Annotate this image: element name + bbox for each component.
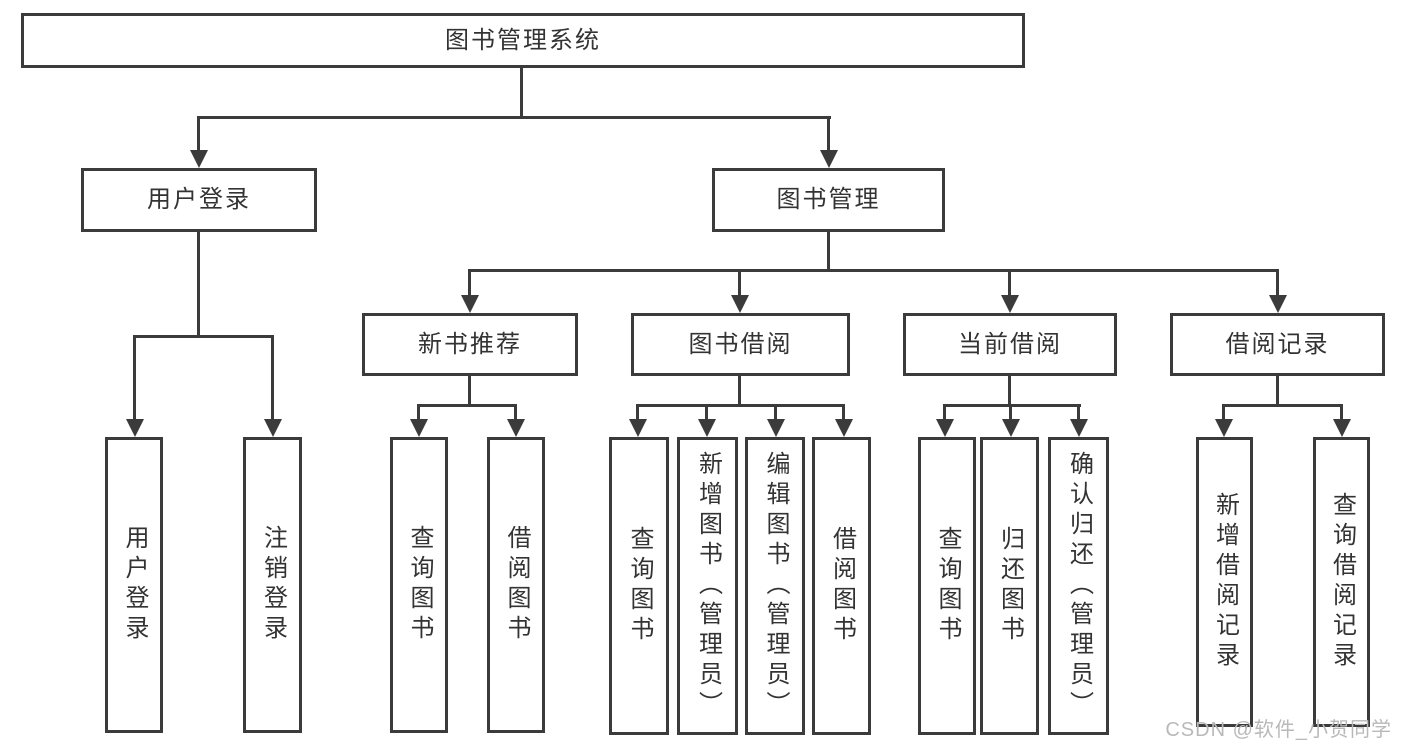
connector-drop bbox=[1008, 376, 1011, 406]
connector-level3-shaft bbox=[738, 269, 741, 297]
connector-to-book-mgmt-shaft bbox=[827, 116, 830, 151]
connector-book-mgmt-horizontal bbox=[468, 269, 1279, 272]
connector-level3-shaft bbox=[468, 269, 471, 297]
connector-leaf-shaft bbox=[636, 404, 639, 419]
connector-leaf-shaft bbox=[1009, 404, 1012, 419]
leaf-add-books-admin: 新增图书（管理员） bbox=[677, 437, 738, 735]
connector-leaf-shaft bbox=[943, 404, 946, 419]
connector-drop bbox=[1276, 376, 1279, 406]
arrow-down-icon bbox=[1333, 419, 1351, 437]
arrow-down-icon bbox=[1215, 419, 1233, 437]
node-borrow-records: 借阅记录 bbox=[1170, 313, 1385, 376]
node-new-book-recommend: 新书推荐 bbox=[362, 313, 578, 376]
leaf-add-borrow-record: 新增借阅记录 bbox=[1196, 437, 1253, 727]
connector-root-horizontal bbox=[197, 116, 831, 119]
arrow-down-icon bbox=[410, 419, 428, 437]
leaf-query-books-current: 查询图书 bbox=[918, 437, 976, 735]
arrow-down-icon bbox=[820, 150, 838, 168]
arrow-down-icon bbox=[461, 295, 479, 313]
connector-drop bbox=[468, 376, 471, 406]
arrow-down-icon bbox=[629, 419, 647, 437]
connector-leaf-shaft bbox=[133, 335, 136, 419]
connector-level3-shaft bbox=[1008, 269, 1011, 297]
arrow-down-icon bbox=[835, 419, 853, 437]
leaf-query-books-recommend: 查询图书 bbox=[390, 437, 448, 733]
connector-leaf-shaft bbox=[1340, 404, 1343, 419]
node-current-borrow: 当前借阅 bbox=[903, 313, 1117, 376]
arrow-down-icon bbox=[190, 150, 208, 168]
node-book-management: 图书管理 bbox=[712, 168, 945, 232]
arrow-down-icon bbox=[126, 419, 144, 437]
connector-user-login-horizontal bbox=[133, 335, 274, 338]
connector-leaf-shaft bbox=[271, 335, 274, 419]
arrow-down-icon bbox=[698, 419, 716, 437]
connector-horizontal bbox=[943, 404, 1081, 407]
connector-horizontal bbox=[417, 404, 517, 407]
connector-root-drop bbox=[520, 68, 523, 118]
leaf-edit-books-admin: 编辑图书（管理员） bbox=[745, 437, 805, 735]
connector-level3-shaft bbox=[1276, 269, 1279, 297]
arrow-down-icon bbox=[936, 419, 954, 437]
connector-horizontal bbox=[636, 404, 845, 407]
leaf-user-login: 用户登录 bbox=[105, 437, 163, 733]
node-book-borrow: 图书借阅 bbox=[631, 313, 850, 376]
node-root-library-system: 图书管理系统 bbox=[21, 13, 1025, 68]
connector-book-mgmt-drop bbox=[827, 232, 830, 270]
arrow-down-icon bbox=[767, 419, 785, 437]
connector-to-user-login-shaft bbox=[197, 116, 200, 151]
leaf-query-borrow-record: 查询借阅记录 bbox=[1313, 437, 1370, 727]
connector-leaf-shaft bbox=[705, 404, 708, 419]
connector-leaf-shaft bbox=[1077, 404, 1080, 419]
arrow-down-icon bbox=[1070, 419, 1088, 437]
arrow-down-icon bbox=[1001, 295, 1019, 313]
connector-leaf-shaft bbox=[514, 404, 517, 419]
leaf-query-books-borrow: 查询图书 bbox=[609, 437, 669, 735]
arrow-down-icon bbox=[731, 295, 749, 313]
leaf-return-books: 归还图书 bbox=[980, 437, 1039, 735]
leaf-logout: 注销登录 bbox=[243, 437, 302, 733]
arrow-down-icon bbox=[1269, 295, 1287, 313]
arrow-down-icon bbox=[1002, 419, 1020, 437]
leaf-borrow-books: 借阅图书 bbox=[812, 437, 871, 735]
arrow-down-icon bbox=[507, 419, 525, 437]
connector-horizontal bbox=[1222, 404, 1343, 407]
connector-drop bbox=[738, 376, 741, 406]
connector-leaf-shaft bbox=[1222, 404, 1225, 419]
connector-user-login-drop bbox=[197, 232, 200, 337]
leaf-confirm-return-admin: 确认归还（管理员） bbox=[1048, 437, 1109, 735]
connector-leaf-shaft bbox=[417, 404, 420, 419]
node-user-login: 用户登录 bbox=[81, 168, 317, 232]
connector-leaf-shaft bbox=[774, 404, 777, 419]
connector-leaf-shaft bbox=[842, 404, 845, 419]
csdn-watermark: CSDN @软件_小贺同学 bbox=[1165, 719, 1392, 741]
leaf-borrow-books-recommend: 借阅图书 bbox=[487, 437, 545, 733]
arrow-down-icon bbox=[264, 419, 282, 437]
